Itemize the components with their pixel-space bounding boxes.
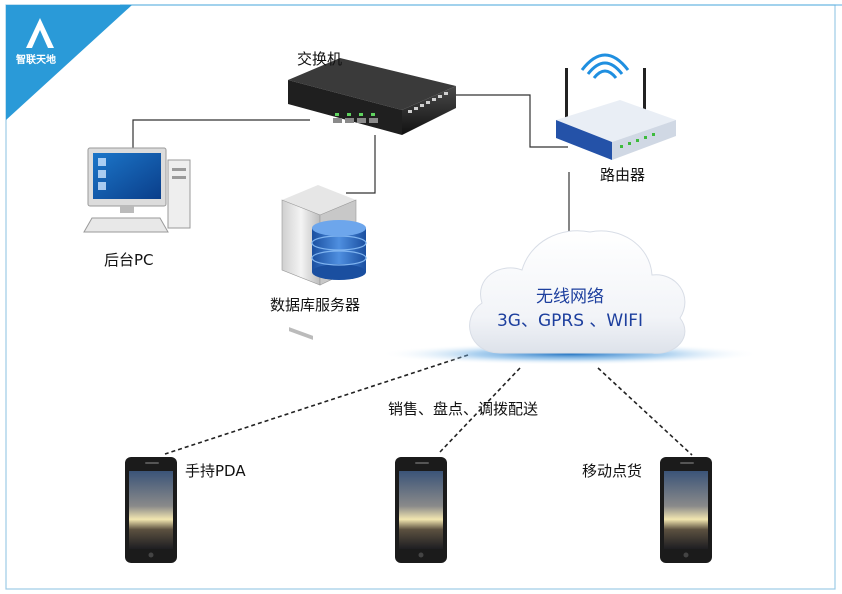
cloud-title: 无线网络 (536, 287, 604, 307)
smartphone-icon (125, 457, 177, 563)
router-label: 路由器 (600, 166, 646, 184)
brand-logo-icon (6, 5, 132, 120)
mobile-label: 移动点货 (582, 462, 643, 480)
smartphone-icon (395, 457, 447, 563)
cloud-mobile-link (597, 367, 693, 456)
pc-switch-line (132, 119, 310, 160)
server-label: 数据库服务器 (270, 296, 361, 314)
network-switch-icon (288, 58, 456, 135)
database-cylinder (311, 220, 367, 280)
cloud-icon (469, 230, 686, 354)
pda-label: 手持PDA (185, 462, 246, 480)
switch-server-line (346, 135, 376, 194)
wireless-router-icon (556, 53, 676, 160)
wired-connections (132, 94, 570, 243)
cloud-middle-link (439, 367, 521, 453)
desktop-pc-icon (83, 147, 191, 233)
wireless-connections (164, 354, 693, 456)
brand-name: 智联天地 (16, 55, 56, 66)
connection-note: 销售、盘点、调拨配送 (388, 400, 539, 418)
switch-router-line (455, 94, 568, 148)
cloud-subtitle: 3G、GPRS 、WIFI (496, 311, 644, 331)
switch-label: 交换机 (297, 50, 343, 68)
database-server-icon (281, 185, 367, 340)
smartphone-icon (660, 457, 712, 563)
pc-label: 后台PC (104, 251, 154, 269)
